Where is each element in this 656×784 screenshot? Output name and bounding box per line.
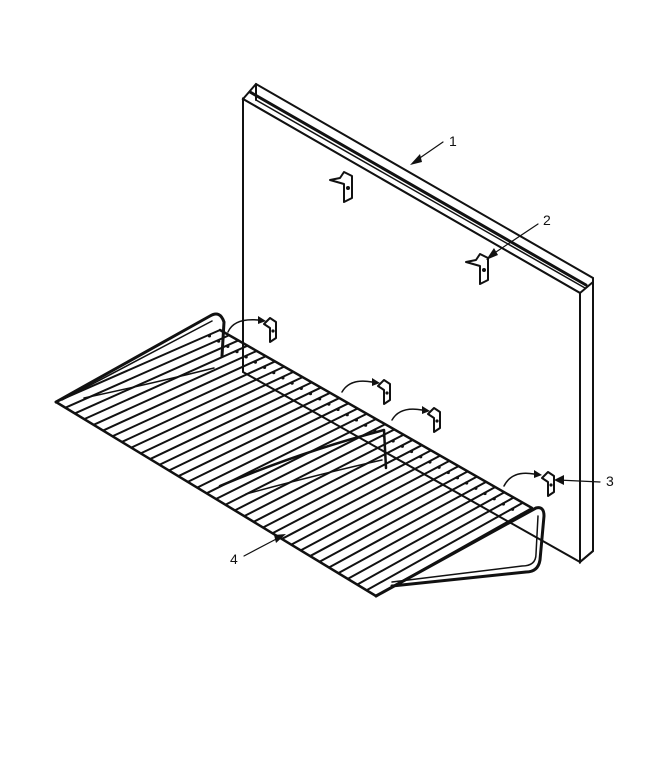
back-panel (241, 82, 594, 565)
shelf-wire-rod (347, 491, 505, 580)
wire-shelf (54, 312, 546, 598)
shelf-right-bracket (374, 506, 546, 598)
shelf-wire-crimp (318, 397, 322, 401)
insertion-arrows (227, 316, 542, 487)
shelf-wire-rod (140, 376, 304, 455)
shelf-wire-crimp (336, 407, 340, 412)
lower-clip-4 (541, 471, 555, 497)
shelf-wire-crimp (244, 355, 248, 359)
shelf-wire-rod (262, 444, 423, 529)
shelf-wire-rod (290, 459, 450, 546)
shelf-front-rod (54, 400, 378, 598)
shelf-wire-rod (112, 360, 276, 438)
shelf-wire-crimp (207, 334, 212, 338)
lower-clip-3 (427, 407, 441, 433)
shelf-wire-crimp (262, 365, 267, 370)
panel-face (242, 97, 581, 564)
shelf-wire-rod (281, 454, 441, 540)
shelf-wire-crimp (428, 460, 432, 464)
shelf-wire-crimp (281, 376, 285, 380)
lower-clip-2 (377, 379, 391, 405)
shelf-wire-crimp (465, 481, 469, 485)
shelf-wire-rod (309, 470, 469, 557)
callout-3: 3 (606, 473, 614, 489)
shelf-wire-crimp (474, 486, 478, 490)
shelf-wire-rod (328, 480, 487, 569)
shelf-wire-rod (177, 397, 340, 478)
shelf-wire-rod (243, 433, 404, 518)
shelf-wire-rod (93, 350, 258, 426)
shelf-wire-rod (102, 355, 267, 432)
shelf-wire-crimp (308, 392, 313, 396)
callout-1: 1 (449, 133, 457, 149)
shelf-wire-rod (272, 449, 432, 535)
shelf-wire-rod (366, 501, 524, 592)
shelf-wire-rod (149, 381, 313, 460)
shelf-wire-crimp (327, 402, 331, 406)
shelf-wire-rods (55, 329, 533, 597)
shelf-wire-crimp (364, 423, 368, 427)
shelf-wire-rod (159, 386, 322, 466)
shelf-wire-rod (253, 439, 414, 523)
shelf-wire-crimp (290, 381, 294, 385)
shelf-wire-rod (234, 428, 395, 512)
shelf-mid-support (218, 428, 388, 488)
shelf-wire-crimp (226, 344, 230, 348)
shelf-wire-rod (319, 475, 478, 563)
panel-right-edge (579, 279, 594, 565)
shelf-wire-rod (74, 339, 239, 415)
shelf-wire-rod (121, 365, 285, 443)
shelf-wire-crimp (272, 371, 276, 375)
shelf-wire-crimp (400, 444, 404, 448)
shelf-wire-crimp (492, 497, 496, 501)
shelf-wire-rod (356, 496, 515, 586)
shelf-wire-crimp (419, 455, 423, 459)
shelf-wire-crimp (446, 470, 450, 475)
shelf-wire-crimp (354, 418, 359, 422)
shelf-wire-crimp (345, 413, 349, 417)
callout-4: 4 (230, 551, 238, 567)
shelf-wire-rod (83, 344, 248, 421)
shelf-wire-rod (337, 486, 496, 575)
callout-2: 2 (543, 212, 551, 228)
shelf-wire-crimp (253, 360, 257, 364)
upper-clip-left (329, 171, 353, 203)
shelf-wire-crimp (510, 507, 515, 511)
lower-clip-1 (263, 317, 277, 343)
shelf-wire-rod (187, 402, 349, 483)
shelf-wire-crimp (455, 476, 460, 480)
shelf-wire-crimp (409, 449, 414, 454)
shelf-wire-rod (130, 370, 294, 449)
shelf-wire-crimp (235, 350, 239, 354)
shelf-back-rod (218, 328, 534, 510)
shelf-wire-rod (168, 391, 331, 472)
shelf-wire-rod (196, 407, 359, 489)
shelf-wire-rod (300, 465, 460, 552)
shelf-wire-crimp (437, 465, 441, 469)
shelf-wire-crimp (217, 339, 221, 343)
shelf-left-frame (54, 312, 226, 404)
shelf-wire-crimp (391, 439, 395, 443)
shelf-wire-rod (55, 329, 221, 403)
upper-clip-right (465, 253, 489, 285)
shelf-wire-crimp (483, 491, 487, 496)
shelf-wire-crimp (299, 386, 303, 391)
leader-lines (243, 141, 601, 557)
shelf-wire-rod (215, 418, 377, 500)
shelf-wire-crimp (501, 502, 505, 506)
